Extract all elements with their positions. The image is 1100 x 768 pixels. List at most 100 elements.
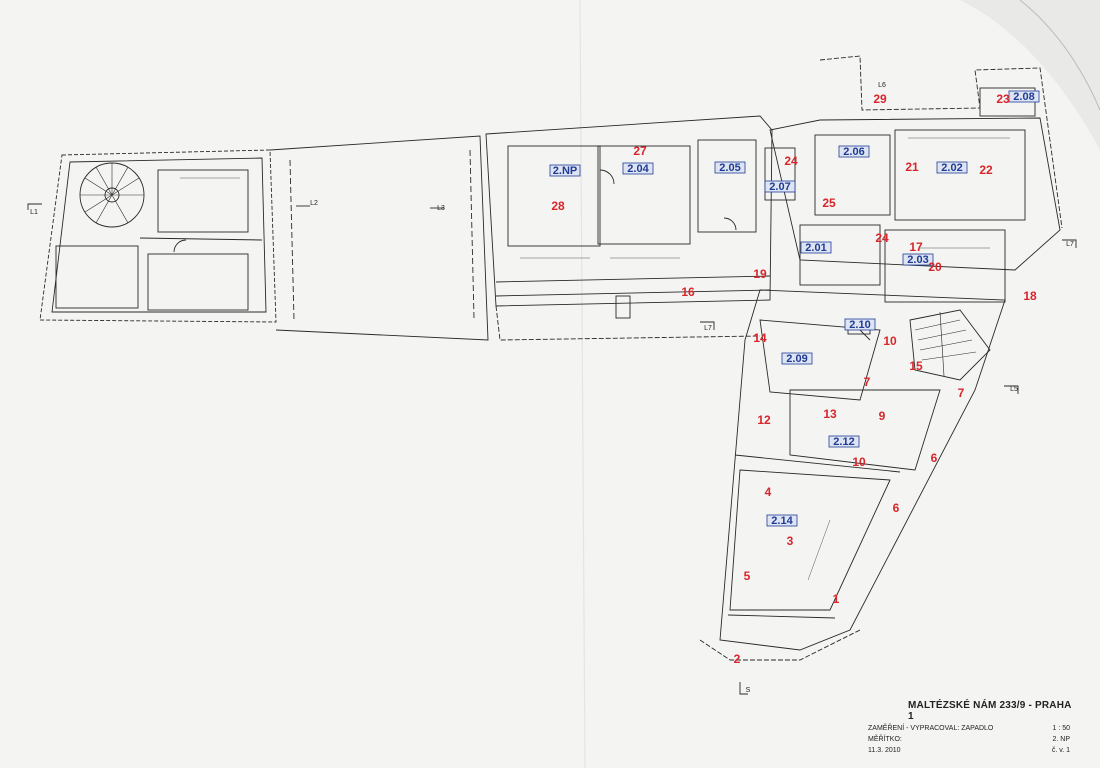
outline-west	[39, 149, 277, 323]
courtyard-line	[469, 149, 475, 319]
photo-number: 10	[852, 455, 866, 469]
room-label-frame	[1008, 90, 1040, 103]
room-2-03	[884, 229, 1006, 303]
section-tag: L6	[878, 82, 886, 89]
room-label-text: 2.03	[907, 254, 928, 266]
photo-number: 6	[931, 451, 938, 465]
courtyard-outline	[269, 135, 489, 341]
section-mark	[1062, 239, 1077, 248]
photo-number: 28	[551, 199, 565, 213]
corridor-wall	[495, 289, 771, 297]
section-mark	[1004, 385, 1019, 394]
page-curl	[960, 0, 1100, 150]
wall-south-bottom	[727, 614, 836, 619]
room-label-frame	[800, 241, 832, 254]
section-tag: L2	[310, 200, 318, 207]
photo-number: 13	[823, 407, 837, 421]
title-block-row: 11.3. 2010 č. v. 1	[868, 746, 1078, 755]
photo-number: 15	[909, 359, 923, 373]
room-label: 2.04	[622, 162, 654, 175]
title-block-row: ZAMĚŘENÍ - VYPRACOVAL: ZAPADLO 1 : 50	[868, 724, 1078, 733]
title-block-label: 11.3. 2010	[868, 747, 901, 754]
section-tag: L5	[1010, 386, 1018, 393]
room-label-frame	[838, 145, 870, 158]
room-label: 2.12	[828, 435, 860, 448]
section-tag: L7	[1066, 241, 1074, 248]
door-swing	[723, 217, 737, 231]
room-label: 2.03	[902, 253, 934, 266]
room-label-frame	[828, 435, 860, 448]
room-label: 2.05	[714, 161, 746, 174]
photo-number: 22	[979, 163, 993, 177]
photo-number: 27	[633, 144, 647, 158]
room-labels: 2.NP 2.04 2.05 2.07 2.06 2.02 2.03 2.01 2.08 2.10…	[549, 90, 1040, 527]
section-tag: L3	[437, 205, 445, 212]
room-label-text: 2.09	[786, 353, 807, 365]
room-label-text: 2.04	[627, 163, 649, 175]
room-label: 2.14	[766, 514, 798, 527]
title-block: MALTÉZSKÉ NÁM 233/9 - PRAHA 1 ZAMĚŘENÍ -…	[868, 700, 1078, 755]
room-2-14	[729, 469, 891, 611]
room-label-frame	[781, 352, 813, 365]
room-label-text: 2.01	[805, 242, 826, 254]
room-2-12	[789, 389, 941, 471]
room-label-frame	[844, 318, 876, 331]
room-2-07	[764, 147, 796, 201]
courtyard-line	[289, 159, 295, 321]
stair-east	[909, 309, 991, 381]
room-label-frame	[549, 164, 581, 177]
room-label-text: 2.14	[771, 515, 793, 527]
outline-south	[699, 629, 861, 661]
photo-number: 12	[757, 413, 771, 427]
photo-number: 17	[909, 240, 923, 254]
dimension-lines	[180, 137, 1010, 581]
room-label: 2.06	[838, 145, 870, 158]
room-label-text: 2.NP	[553, 165, 577, 177]
photo-number: 7	[958, 386, 965, 400]
room-label-frame	[766, 514, 798, 527]
section-mark	[700, 321, 715, 330]
door-swing	[599, 169, 615, 185]
section-mark	[739, 682, 748, 695]
photo-number: 20	[928, 260, 942, 274]
room-label-frame	[902, 253, 934, 266]
room-label-text: 2.02	[941, 162, 962, 174]
photo-number: 24	[784, 154, 798, 168]
photo-number: 21	[905, 160, 919, 174]
room-label-text: 2.05	[719, 162, 740, 174]
corridor-wall	[495, 275, 771, 283]
room-label-text: 2.07	[769, 181, 790, 193]
photo-number: 19	[753, 267, 767, 281]
photo-number: 24	[875, 231, 889, 245]
room-label-text: 2.10	[849, 319, 870, 331]
room-label: 2.02	[936, 161, 968, 174]
title-block-value: 1 : 50	[1052, 725, 1070, 732]
photo-number: 23	[996, 92, 1010, 106]
photo-number: 16	[681, 285, 695, 299]
photo-number: 5	[744, 569, 751, 583]
photo-number: 14	[753, 331, 767, 345]
room-label: 2.NP	[549, 164, 581, 177]
room-28	[507, 145, 601, 247]
photo-number: 25	[822, 196, 836, 210]
page-curl-edge	[1019, 0, 1100, 111]
wall-south-outer	[719, 289, 1006, 651]
room-label-frame	[622, 162, 654, 175]
room-west-left	[55, 245, 139, 309]
drawing-title: MALTÉZSKÉ NÁM 233/9 - PRAHA 1	[908, 700, 1072, 722]
room-label-frame	[764, 180, 796, 193]
photo-number: 2	[734, 652, 741, 666]
outline-central	[495, 305, 761, 341]
column-box	[615, 295, 631, 319]
wall-central-outer	[485, 115, 773, 307]
room-label: 2.08	[1008, 90, 1040, 103]
room-2-04	[597, 145, 691, 245]
photo-number: 10	[883, 334, 897, 348]
walls	[27, 55, 1077, 695]
photo-number: 4	[765, 485, 772, 499]
room-2-06	[814, 134, 891, 216]
photo-number: 6	[893, 501, 900, 515]
